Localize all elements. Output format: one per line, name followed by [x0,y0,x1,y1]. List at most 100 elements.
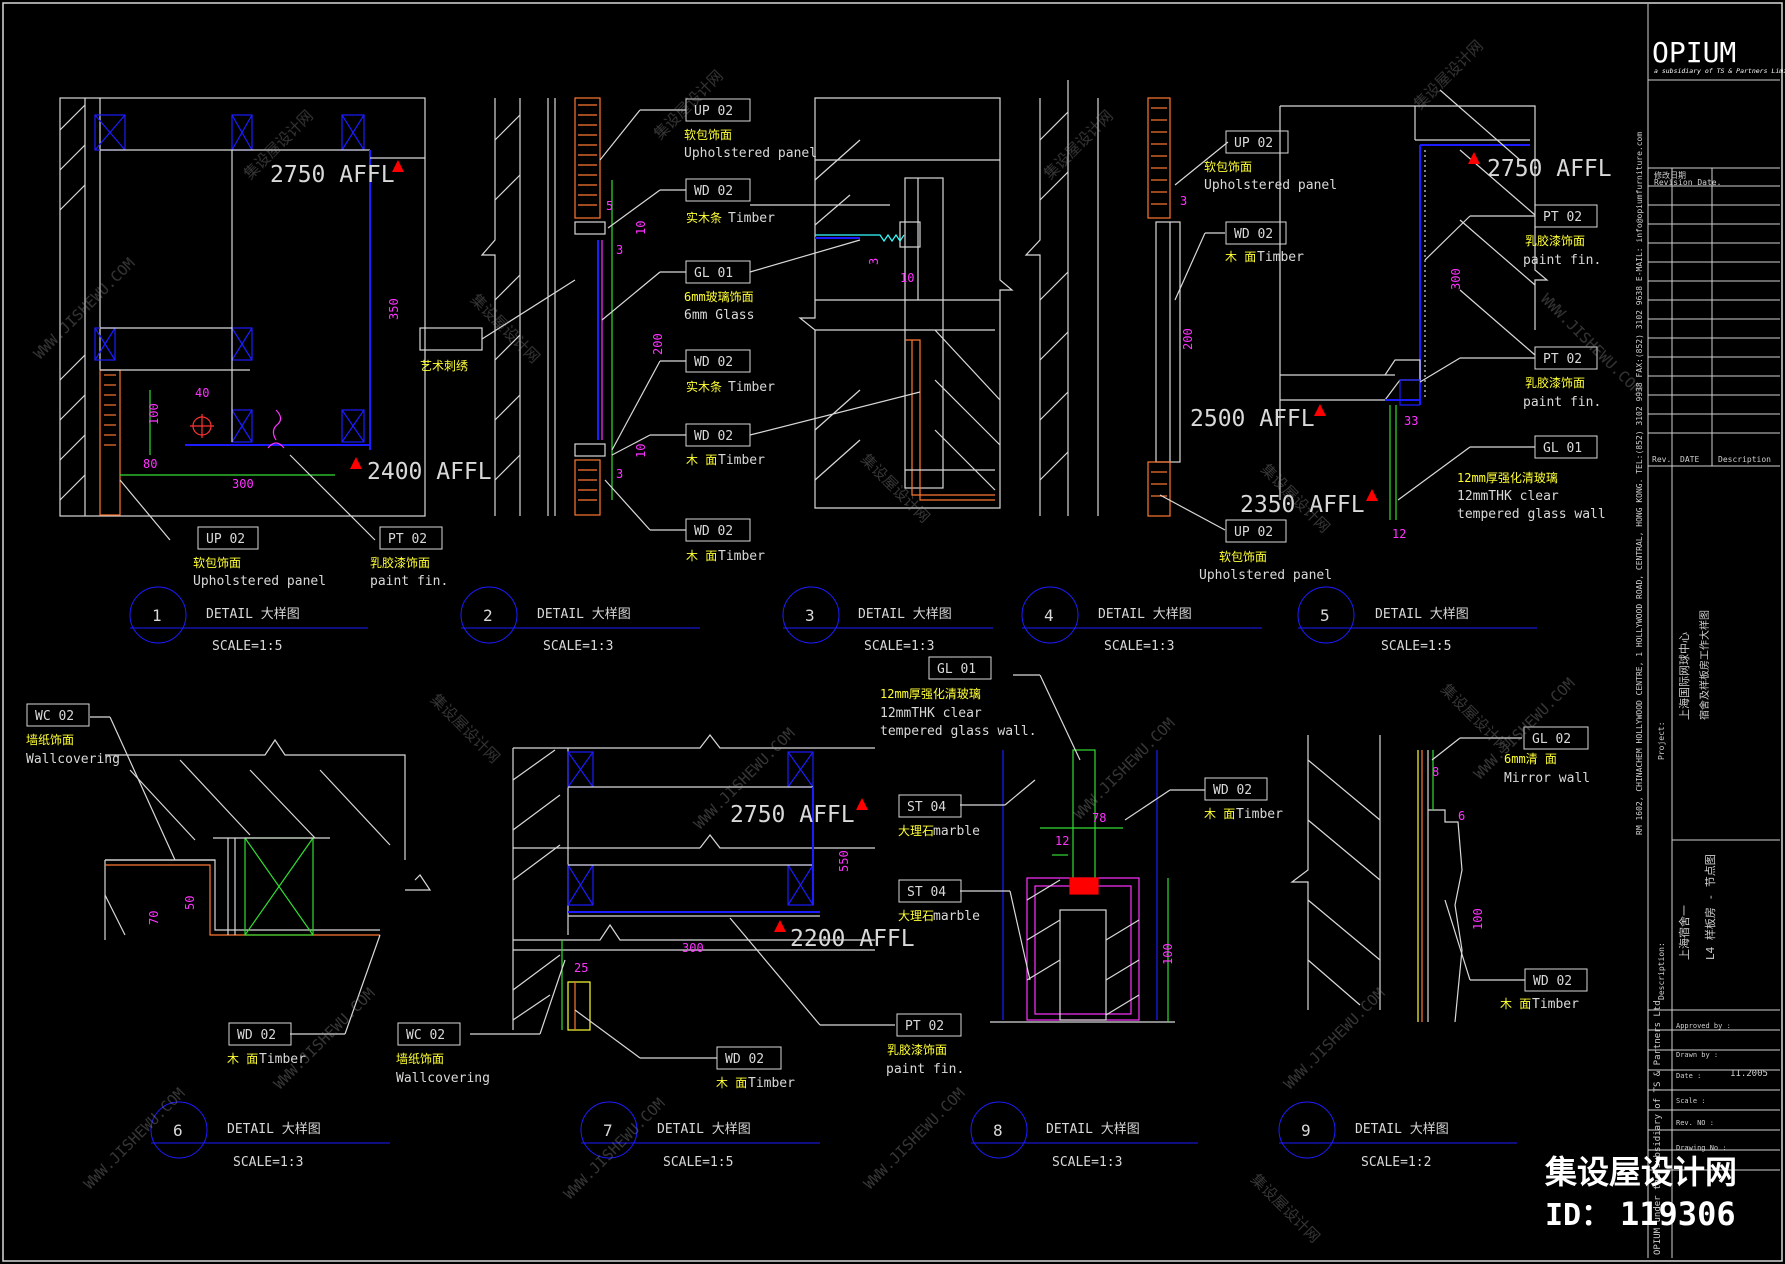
tag-gl01-text: GL 01 [1543,441,1582,456]
detail-title: DETAIL 大样图 [657,1122,751,1137]
detail-title: DETAIL 大样图 [1046,1122,1140,1137]
tag-wd02-d7 [716,1046,782,1070]
label-en: paint fin. [1523,253,1601,268]
label-en: Timber [1236,807,1283,822]
detail-title-4: 4 DETAIL 大样图 SCALE=1:3 [1021,586,1262,654]
dim-25: 25 [574,961,588,975]
tag-gl01-d8 [928,656,992,680]
label-cn: 木 面 [686,549,717,563]
detail-title-3: 3 DETAIL 大样图 SCALE=1:3 [782,586,993,654]
description-subtitle: L4 样板房 - 节点图 [1703,854,1717,960]
dim-3: 3 [867,258,881,265]
label-cn: 墙纸饰面 [396,1052,444,1066]
tag-st04-text: ST 04 [907,800,946,815]
label-cn: 大理石 [898,824,934,838]
label-cn: 实木条 [686,210,722,225]
watermark-text: 集设屋设计网 [1437,680,1513,756]
tag-up02-text: UP 02 [694,104,733,119]
dim-100: 100 [1161,943,1175,965]
date-value: 11.2005 [1730,1069,1768,1079]
label-en: tempered glass wall. [880,724,1037,739]
label-en: Upholstered panel [1204,178,1337,193]
label-cn: 木 面 [227,1052,258,1066]
detail-scale: SCALE=1:3 [864,639,934,654]
affl-2750-detail7: 2750 AFFL [730,802,855,828]
affl-2500: 2500 AFFL [1190,406,1315,432]
dim-300: 300 [682,941,704,955]
label-cn: 乳胶漆饰面 [1525,233,1585,248]
label-cn: 木 面 [716,1076,747,1090]
detail-9-drawing [1290,735,1525,1023]
label-cn: 大理石 [898,909,934,923]
dim-12: 12 [1055,834,1069,848]
tag-wd02-text: WD 02 [237,1028,276,1043]
label-en: paint fin. [1523,395,1601,410]
affl-2400: 2400 AFFL [367,459,492,485]
dim-33: 33 [1404,414,1418,428]
label-art: 艺术刺绣 [420,359,468,373]
detail-3-drawing [749,97,1014,509]
label-en: Timber [728,211,775,226]
detail-title: DETAIL 大样图 [227,1122,321,1137]
label-en: Timber [718,549,765,564]
tag-pt02-text: PT 02 [388,532,427,547]
label-cn: 12mm厚强化清玻璃 [1457,471,1558,485]
label-cn: 乳胶漆饰面 [1525,375,1585,390]
label-cn: 软包饰面 [684,128,732,142]
tag-wd02-text: WD 02 [725,1052,764,1067]
date-col: DATE [1680,455,1699,464]
detail-1-drawing [59,97,426,541]
label-cn: 12mm厚强化清玻璃 [880,687,981,701]
dim-40: 40 [195,386,209,400]
tag-pt02-d5b [1534,346,1598,370]
detail-title-7: 7 DETAIL 大样图 SCALE=1:5 [580,1101,820,1170]
label-cn: 软包饰面 [193,556,241,570]
detail-scale: SCALE=1:3 [543,639,613,654]
dim-200: 200 [1181,328,1195,350]
description-col: Description [1718,455,1771,464]
dim-12: 12 [1392,527,1406,541]
label-cn: 木 面 [1500,997,1531,1011]
tag-up02-text: UP 02 [1234,525,1273,540]
label-en: Timber [748,1076,795,1091]
tag-up02-text: UP 02 [206,532,245,547]
detail-title-9: 9 DETAIL 大样图 SCALE=1:2 [1278,1101,1517,1170]
label-en: 12mmTHK clear [1457,489,1559,504]
tag-pt02-d1 [379,526,443,550]
dim-80: 80 [143,457,157,471]
watermark-text: WWW.JISHEWU.COM [30,254,139,363]
watermark-text: WWW.JISHEWU.COM [270,984,379,1093]
tag-wd02-d4 [1225,221,1287,245]
dim-3: 3 [1180,194,1187,208]
tag-wd02-text: WD 02 [694,355,733,370]
label-cn: 乳胶漆饰面 [370,555,430,570]
tag-up02-text: UP 02 [1234,136,1273,151]
tag-wc02-d6 [26,703,90,727]
affl-2350: 2350 AFFL [1240,492,1365,518]
project-subtitle: 宿舍及样板房工作大样图 [1698,610,1711,720]
tag-st04-d8b [898,879,962,903]
detail-number: 9 [1301,1121,1311,1140]
detail-scale: SCALE=1:3 [1052,1155,1122,1170]
label-en: Timber [259,1052,306,1067]
watermark-text: 集设屋设计网 [1247,1170,1323,1246]
site-watermark: 集设屋设计网 [1544,1153,1737,1191]
tag-gl01-text: GL 01 [937,662,976,677]
label-en: Mirror wall [1504,771,1590,786]
label-en: Wallcovering [26,752,120,767]
tag-up02-d2 [685,98,751,122]
rev-no: Rev. NO : [1676,1119,1714,1127]
tag-wd02-d6 [228,1022,292,1046]
label-en: paint fin. [886,1062,964,1077]
tag-wd02-text: WD 02 [694,184,733,199]
tag-wd02-d2b [685,349,751,373]
tag-pt02-d7 [896,1013,962,1037]
watermark-id-label: ID： [1545,1198,1611,1233]
description-name: 上海宿舍一 [1677,905,1691,960]
dim-6: 6 [1458,809,1465,823]
label-en: Timber [718,453,765,468]
date-label: Date : [1676,1072,1701,1080]
approved-by: Approved by : [1676,1022,1731,1030]
tag-pt02-d5 [1534,204,1598,228]
